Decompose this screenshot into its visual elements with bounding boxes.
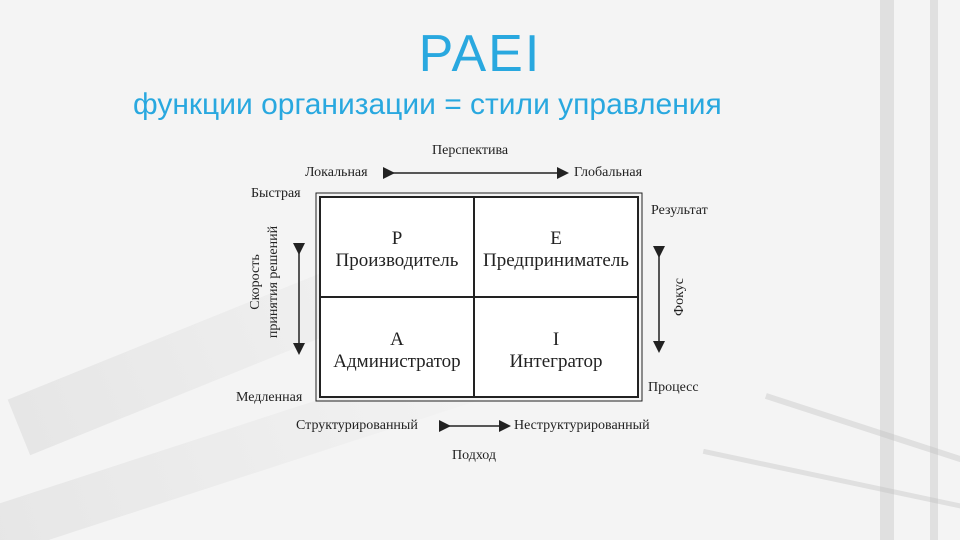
cell-producer: P Производитель: [322, 228, 472, 272]
right-axis-bottom: Процесс: [648, 380, 699, 396]
cell-producer-letter: P: [322, 228, 472, 250]
right-axis-top: Результат: [651, 203, 708, 219]
left-axis-label-line2: принятия решений: [265, 207, 283, 357]
cell-administrator: A Администратор: [322, 329, 472, 373]
left-axis-label: Скорость принятия решений: [247, 207, 287, 357]
cell-integrator-letter: I: [476, 329, 636, 351]
cell-entrepreneur-letter: E: [476, 228, 636, 250]
cell-entrepreneur-role: Предприниматель: [476, 250, 636, 272]
top-axis-label: Перспектива: [432, 143, 508, 159]
cell-entrepreneur: E Предприниматель: [476, 228, 636, 272]
bottom-axis-left: Структурированный: [296, 418, 418, 434]
left-axis-label-line1: Скорость: [247, 207, 265, 357]
cell-producer-role: Производитель: [322, 250, 472, 272]
left-axis-top: Быстрая: [251, 186, 301, 202]
bottom-axis-label: Подход: [452, 448, 496, 464]
right-axis-label: Фокус: [671, 267, 689, 327]
bottom-axis-right: Неструктурированный: [514, 418, 650, 434]
cell-administrator-role: Администратор: [322, 351, 472, 373]
cell-administrator-letter: A: [322, 329, 472, 351]
cell-integrator: I Интегратор: [476, 329, 636, 373]
cell-integrator-role: Интегратор: [476, 351, 636, 373]
left-axis-bottom: Медленная: [236, 390, 302, 406]
top-axis-left: Локальная: [305, 165, 368, 181]
top-axis-right: Глобальная: [574, 165, 642, 181]
